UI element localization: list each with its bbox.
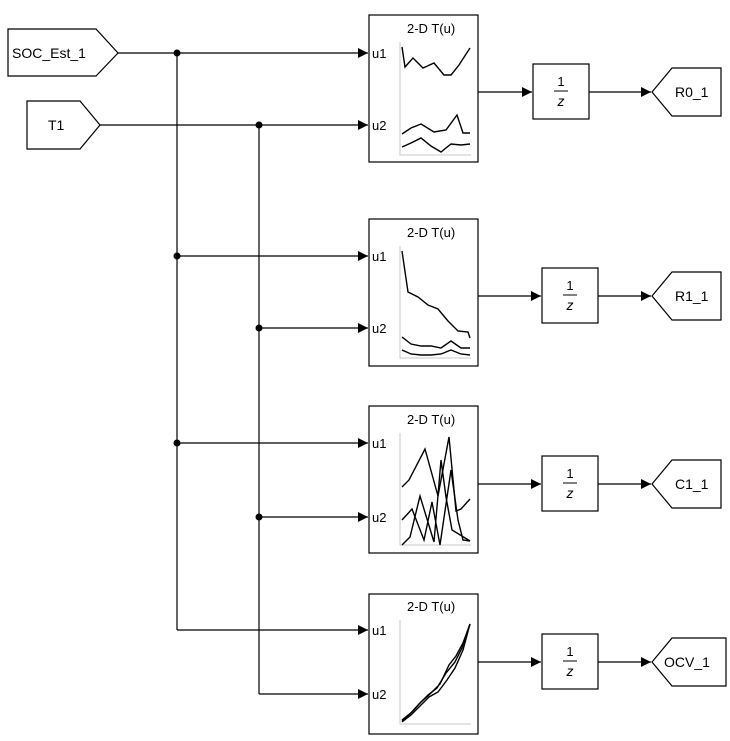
lookup-to-delay-lines[interactable]: [478, 87, 541, 667]
unit-delay-r0-denominator: z: [557, 93, 565, 109]
from-block-soc-label: SOC_Est_1: [12, 45, 86, 61]
lookup-table-r1-preview: [399, 246, 471, 359]
lookup-table-r0-port-u1: u1: [372, 46, 386, 61]
lookup-table-c1-port-u2: u2: [372, 510, 386, 525]
lookup-table-ocv-port-u2: u2: [372, 687, 386, 702]
goto-block-c1-label: C1_1: [675, 476, 709, 492]
lookup-table-ocv-title: 2-D T(u): [407, 599, 455, 614]
lookup-table-r1-title: 2-D T(u): [407, 225, 455, 240]
lookup-table-c1-port-u1: u1: [372, 436, 386, 451]
lookup-table-r0[interactable]: 2-D T(u) u1 u2: [368, 14, 479, 163]
unit-delay-ocv-denominator: z: [566, 663, 574, 679]
goto-block-r0-label: R0_1: [675, 84, 709, 100]
unit-delay-r1-denominator: z: [566, 297, 574, 313]
lookup-table-ocv[interactable]: 2-D T(u) u1 u2: [368, 593, 479, 735]
lookup-table-r1-port-u1: u1: [372, 249, 386, 264]
unit-delay-ocv[interactable]: 1 z: [541, 633, 599, 690]
goto-block-c1[interactable]: C1_1: [651, 459, 722, 509]
from-block-soc[interactable]: SOC_Est_1: [7, 28, 119, 77]
lookup-table-c1-title: 2-D T(u): [407, 412, 455, 427]
goto-block-r1[interactable]: R1_1: [651, 271, 722, 321]
unit-delay-c1-numerator: 1: [566, 466, 573, 481]
goto-block-r1-label: R1_1: [675, 288, 709, 304]
delay-to-goto-lines[interactable]: [589, 87, 651, 667]
unit-delay-c1[interactable]: 1 z: [541, 455, 599, 512]
unit-delay-ocv-numerator: 1: [566, 644, 573, 659]
lookup-table-c1-preview: [399, 433, 471, 546]
unit-delay-c1-denominator: z: [566, 485, 574, 501]
goto-block-ocv[interactable]: OCV_1: [651, 637, 727, 687]
lookup-table-ocv-preview: [399, 620, 471, 725]
from-block-temperature-label: T1: [48, 117, 65, 133]
soc-signal-lines[interactable]: [118, 48, 368, 635]
soc-branch-points: [173, 49, 181, 447]
unit-delay-r1-numerator: 1: [566, 278, 573, 293]
lookup-table-r1-port-u2: u2: [372, 321, 386, 336]
lookup-table-r0-port-u2: u2: [372, 118, 386, 133]
goto-block-r0[interactable]: R0_1: [651, 67, 722, 117]
unit-delay-r0-numerator: 1: [557, 74, 564, 89]
lookup-table-r1[interactable]: 2-D T(u) u1 u2: [368, 218, 479, 367]
unit-delay-r1[interactable]: 1 z: [541, 267, 599, 324]
temperature-branch-points: [255, 121, 263, 521]
goto-block-ocv-label: OCV_1: [664, 654, 710, 670]
temperature-signal-lines[interactable]: [100, 120, 368, 699]
from-block-temperature[interactable]: T1: [26, 100, 101, 150]
unit-delay-r0[interactable]: 1 z: [532, 63, 590, 120]
lookup-table-ocv-port-u1: u1: [372, 623, 386, 638]
lookup-table-c1[interactable]: 2-D T(u) u1 u2: [368, 405, 479, 554]
lookup-table-r0-preview: [399, 42, 471, 156]
lookup-table-r0-title: 2-D T(u): [407, 21, 455, 36]
